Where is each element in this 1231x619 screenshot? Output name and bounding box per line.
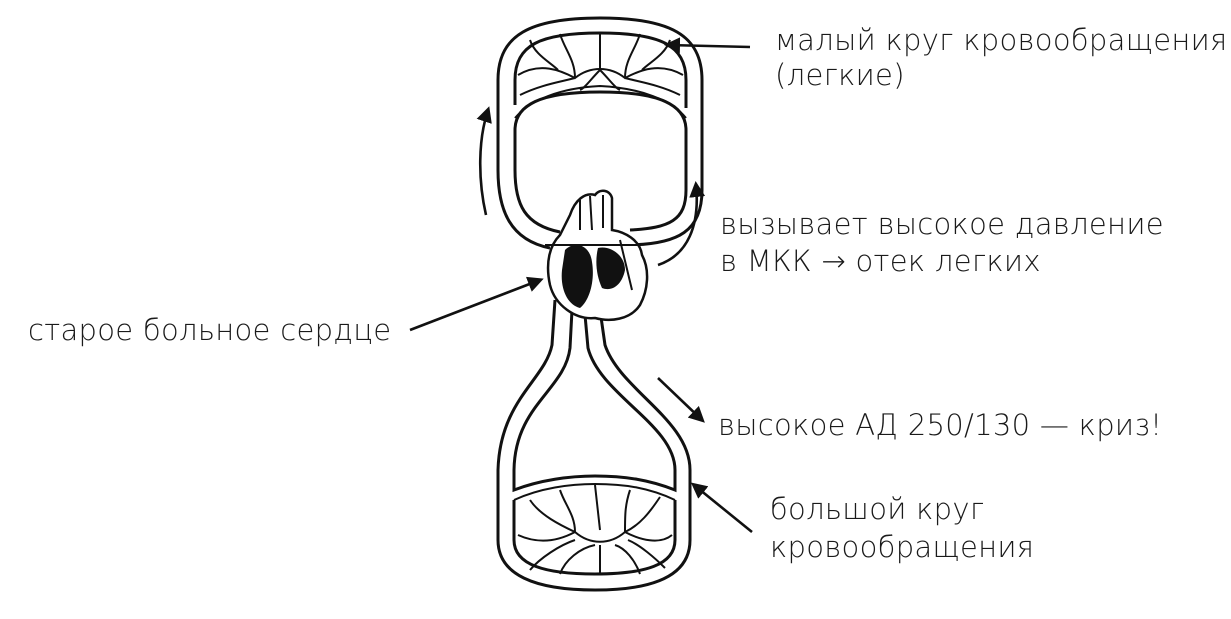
arrow-to-pulmonary	[664, 37, 751, 54]
label-systemic-line1: большой круг	[770, 492, 984, 526]
lung-capillary-bed	[517, 33, 684, 96]
arrow-to-systemic	[690, 482, 753, 534]
arrow-to-heart	[409, 276, 544, 332]
systemic-circulation-loop	[496, 299, 692, 592]
label-pulmonary-line1: малый круг кровообращения	[775, 23, 1227, 57]
label-pressure-line2: в МКК → отек легких	[720, 244, 1041, 278]
heart-illustration	[545, 189, 649, 322]
arrow-pressure-flow	[657, 377, 705, 423]
arrow-flow-up-right	[657, 181, 706, 267]
pulmonary-circulation-loop	[496, 16, 704, 250]
label-crisis: высокое АД 250/130 — криз!	[718, 408, 1162, 442]
label-pulmonary-line2: (легкие)	[775, 58, 905, 92]
arrow-flow-up-left	[476, 106, 492, 216]
tissue-capillary-bed	[513, 482, 676, 575]
label-heart: старое больное сердце	[28, 313, 391, 347]
label-pressure-line1: вызывает высокое давление	[720, 207, 1164, 241]
label-systemic-line2: кровообращения	[770, 530, 1034, 564]
